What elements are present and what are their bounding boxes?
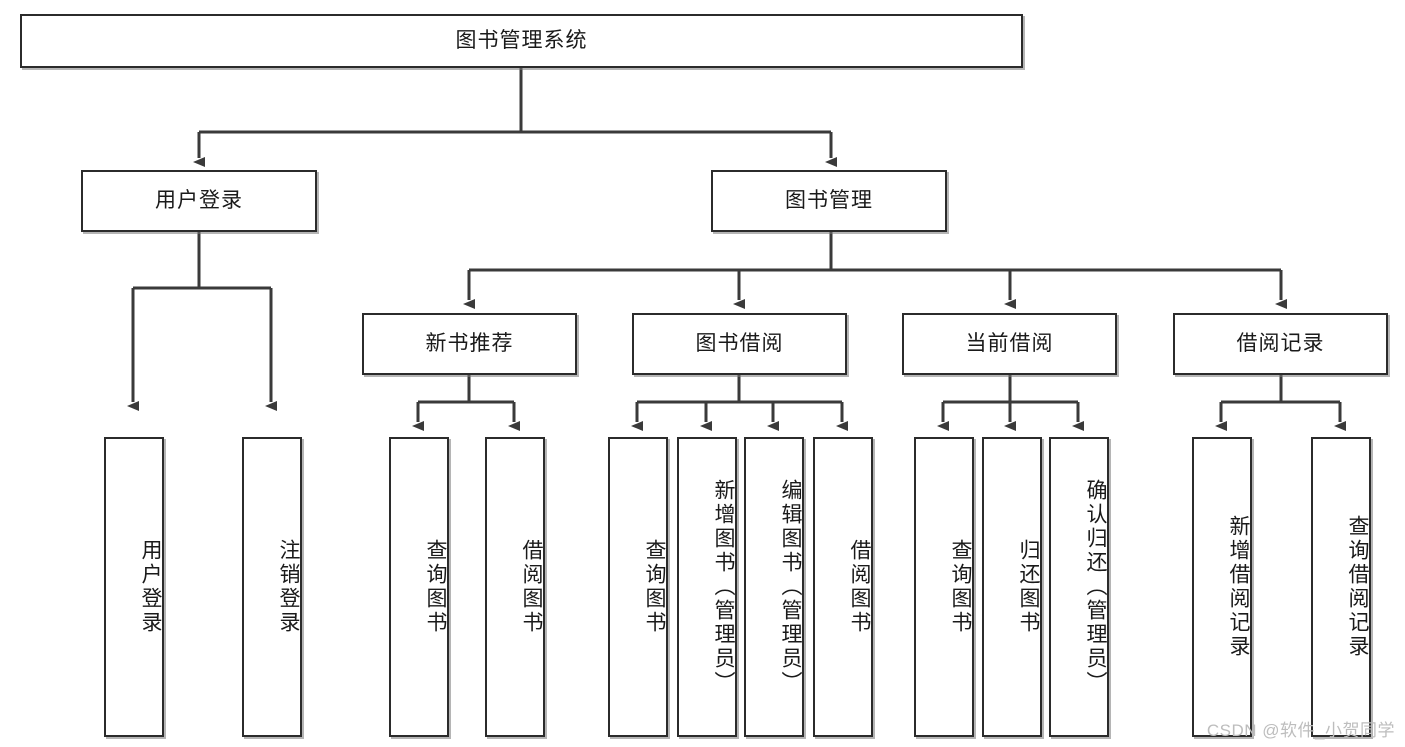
leaf-edit-book[interactable]: 编辑图书（管理员） bbox=[744, 437, 804, 737]
leaf-logout-login[interactable]: 注销登录 bbox=[242, 437, 302, 737]
leaf-query-book-1[interactable]: 查询图书 bbox=[389, 437, 449, 737]
node-label: 查询图书 bbox=[949, 539, 972, 635]
node-book-manage[interactable]: 图书管理 bbox=[711, 170, 947, 232]
leaf-query-book-2[interactable]: 查询图书 bbox=[608, 437, 668, 737]
node-book-borrow[interactable]: 图书借阅 bbox=[632, 313, 847, 375]
node-label: 新增借阅记录 bbox=[1227, 515, 1250, 659]
node-label: 查询借阅记录 bbox=[1346, 515, 1369, 659]
node-label: 确认归还（管理员） bbox=[1084, 479, 1107, 695]
node-label: 借阅图书 bbox=[848, 539, 871, 635]
node-label: 图书管理 bbox=[785, 189, 873, 213]
leaf-return-book[interactable]: 归还图书 bbox=[982, 437, 1042, 737]
node-root-system[interactable]: 图书管理系统 bbox=[20, 14, 1023, 68]
node-label: 注销登录 bbox=[277, 539, 300, 635]
node-label: 用户登录 bbox=[139, 539, 162, 635]
leaf-borrow-book-1[interactable]: 借阅图书 bbox=[485, 437, 545, 737]
node-current-borrow[interactable]: 当前借阅 bbox=[902, 313, 1117, 375]
leaf-borrow-book-2[interactable]: 借阅图书 bbox=[813, 437, 873, 737]
node-label: 查询图书 bbox=[424, 539, 447, 635]
node-label: 图书借阅 bbox=[695, 332, 784, 356]
node-label: 借阅记录 bbox=[1236, 332, 1325, 356]
node-label: 新书推荐 bbox=[425, 332, 514, 356]
leaf-add-borrow-record[interactable]: 新增借阅记录 bbox=[1192, 437, 1252, 737]
node-label: 图书管理系统 bbox=[455, 29, 588, 53]
node-label: 用户登录 bbox=[155, 189, 243, 213]
node-borrow-record[interactable]: 借阅记录 bbox=[1173, 313, 1388, 375]
leaf-query-book-3[interactable]: 查询图书 bbox=[914, 437, 974, 737]
leaf-confirm-return[interactable]: 确认归还（管理员） bbox=[1049, 437, 1109, 737]
node-label: 当前借阅 bbox=[965, 332, 1054, 356]
leaf-add-book[interactable]: 新增图书（管理员） bbox=[677, 437, 737, 737]
node-label: 借阅图书 bbox=[520, 539, 543, 635]
node-label: 编辑图书（管理员） bbox=[779, 479, 802, 695]
node-new-book-recommend[interactable]: 新书推荐 bbox=[362, 313, 577, 375]
leaf-user-login[interactable]: 用户登录 bbox=[104, 437, 164, 737]
leaf-query-borrow-record[interactable]: 查询借阅记录 bbox=[1311, 437, 1371, 737]
node-user-login[interactable]: 用户登录 bbox=[81, 170, 317, 232]
node-label: 新增图书（管理员） bbox=[712, 479, 735, 695]
node-label: 查询图书 bbox=[643, 539, 666, 635]
node-label: 归还图书 bbox=[1017, 539, 1040, 635]
